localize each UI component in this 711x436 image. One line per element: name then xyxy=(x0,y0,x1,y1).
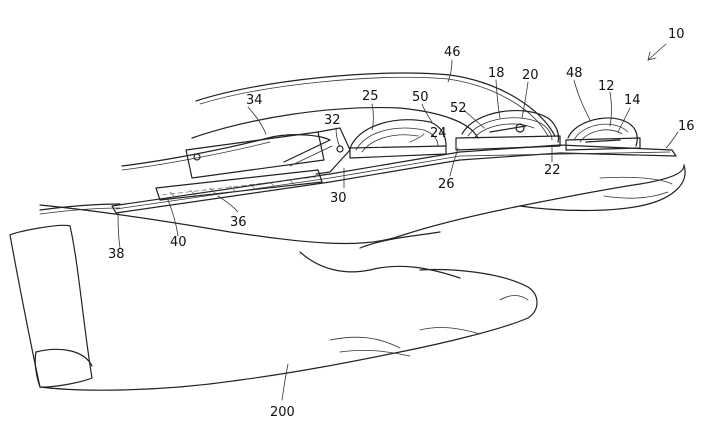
label-30: 30 xyxy=(330,191,347,206)
label-18: 18 xyxy=(488,66,505,81)
leader-lines xyxy=(117,43,679,401)
label-34: 34 xyxy=(246,93,263,108)
label-40: 40 xyxy=(170,235,187,250)
label-24: 24 xyxy=(430,126,447,141)
label-48: 48 xyxy=(566,66,583,81)
tension-cables xyxy=(39,72,556,215)
label-22: 22 xyxy=(544,163,561,178)
label-32: 32 xyxy=(324,113,341,128)
label-26: 26 xyxy=(438,177,455,192)
label-10: 10 xyxy=(668,27,685,42)
label-46: 46 xyxy=(444,45,461,60)
fingertip-unit xyxy=(565,117,641,151)
actuator-housing xyxy=(155,169,323,201)
base-strip xyxy=(111,144,677,214)
label-14: 14 xyxy=(624,93,641,108)
label-12: 12 xyxy=(598,79,615,94)
label-36: 36 xyxy=(230,215,247,230)
glove-hand-outline xyxy=(9,164,686,391)
joint-unit-18 xyxy=(455,109,561,151)
label-20: 20 xyxy=(522,68,539,83)
label-25: 25 xyxy=(362,89,379,104)
joint-unit-25 xyxy=(349,119,447,159)
reference-numerals: 10 12 14 16 18 20 22 24 25 26 30 32 34 3… xyxy=(108,27,695,420)
label-52: 52 xyxy=(450,101,467,116)
link-body xyxy=(185,127,351,179)
label-50: 50 xyxy=(412,90,429,105)
label-38: 38 xyxy=(108,247,125,262)
label-16: 16 xyxy=(678,119,695,134)
label-200: 200 xyxy=(270,405,295,420)
